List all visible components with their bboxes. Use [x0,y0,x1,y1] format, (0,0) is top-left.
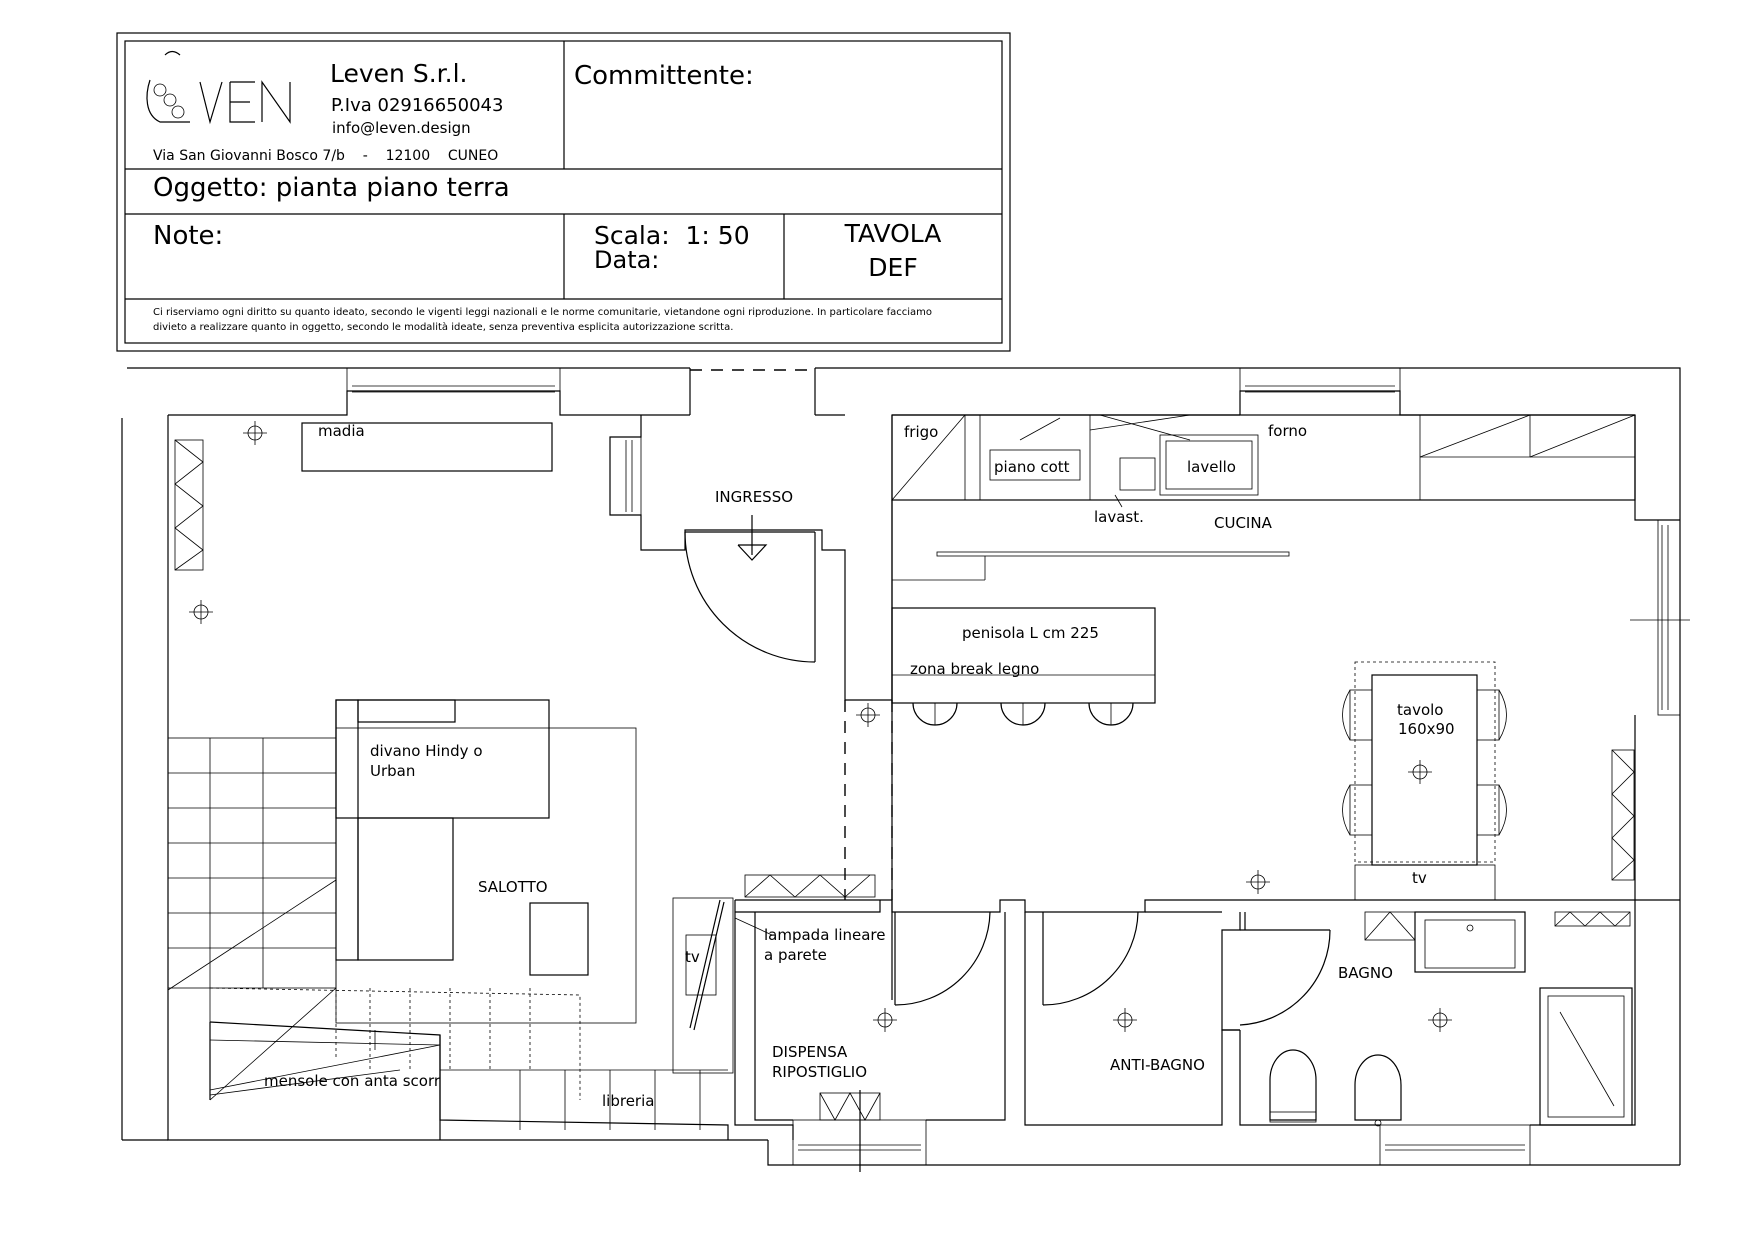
crosshair-circle-icon [873,1008,897,1032]
peninsula [891,607,1156,726]
interior-walls [734,899,1636,1140]
disclaimer-line-2: divieto a realizzare quanto in oggetto, … [153,321,733,333]
label-ripostiglio: RIPOSTIGLIO [772,1063,867,1081]
window-icon [1379,1124,1531,1166]
label-antibagno: ANTI-BAGNO [1110,1056,1205,1074]
zigzag-radiator-icon [174,439,204,571]
sheet-id: DEF [868,253,917,282]
zigzag-radiator-icon [819,1092,881,1121]
crosshair-circle-icon [1113,1008,1137,1032]
label-salotto: SALOTTO [478,878,548,896]
crosshair-circle-icon [1408,760,1432,784]
title-block: Leven S.r.l. P.Iva 02916650043 info@leve… [116,32,1011,352]
living-area [167,422,734,1140]
label-lavast: lavast. [1094,508,1144,526]
sheet-label: TAVOLA [844,219,942,248]
disclaimer-line-1: Ci riserviamo ogni diritto su quanto ide… [153,307,932,318]
crosshair-circle-icon [189,600,213,624]
crosshair-circle-icon [1428,1008,1452,1032]
label-lavello: lavello [1187,458,1236,476]
label-divano-2: Urban [370,762,415,780]
sideboard [301,422,553,472]
label-piano-cott: piano cott [994,458,1070,476]
notes-label: Note: [153,221,223,251]
exterior-walls [121,367,1681,1166]
window-icon [1630,519,1690,716]
zigzag-radiator-icon [1364,911,1416,941]
leven-logo [146,50,291,125]
door-swing-icon [1042,911,1139,1006]
kitchen-counter [891,414,1636,1000]
crosshair-circle-icon [856,703,880,727]
stairs [167,737,581,1101]
crosshair-circle-icon [243,421,267,445]
window-icon [346,367,561,393]
crosshair-circle-icon [1246,870,1270,894]
label-ingresso: INGRESSO [715,488,793,506]
label-dispensa: DISPENSA [772,1043,848,1061]
label-bagno: BAGNO [1338,964,1393,982]
company-email: info@leven.design [332,119,471,137]
vat-number: P.Iva 02916650043 [331,95,503,116]
lamp-leader-line [734,917,773,936]
scale-label: Scala: 1: 50 [594,221,750,250]
company-name: Leven S.r.l. [330,59,467,88]
label-tv-living: tv [685,948,700,966]
bathroom-fixtures [1269,911,1633,1127]
label-madia: madia [318,422,365,440]
label-tavolo: tavolo [1397,701,1443,719]
door-swing-icon [894,911,991,1006]
client-label: Committente: [574,61,754,91]
label-frigo: frigo [904,423,938,441]
label-mensole: mensole con anta scorr [264,1072,441,1090]
label-divano-1: divano Hindy o [370,742,483,760]
zigzag-radiator-icon [744,874,876,898]
label-penisola: penisola L cm 225 [962,624,1099,642]
zigzag-radiator-icon [1611,749,1635,881]
subject-text: Oggetto: pianta piano terra [153,173,510,203]
dining-table [1342,661,1507,901]
entrance-area [609,368,893,701]
label-tavolo-dim: 160x90 [1398,720,1455,738]
label-cucina: CUCINA [1214,514,1273,532]
label-tv-kitchen: tv [1412,869,1427,887]
arrow-down-icon [737,515,768,561]
label-lampada-2: a parete [764,946,827,964]
company-address: Via San Giovanni Bosco 7/b - 12100 CUNEO [153,148,498,164]
label-zona-break: zona break legno [910,660,1039,678]
door-swing-icon [684,531,816,663]
label-lampada-1: lampada lineare [764,926,886,944]
window-icon [1239,367,1401,393]
door-swing-icon [1239,929,1331,1026]
date-label: Data: [594,246,659,274]
zigzag-radiator-icon [1554,911,1631,927]
label-forno: forno [1268,422,1307,440]
label-libreria: libreria [602,1092,654,1110]
